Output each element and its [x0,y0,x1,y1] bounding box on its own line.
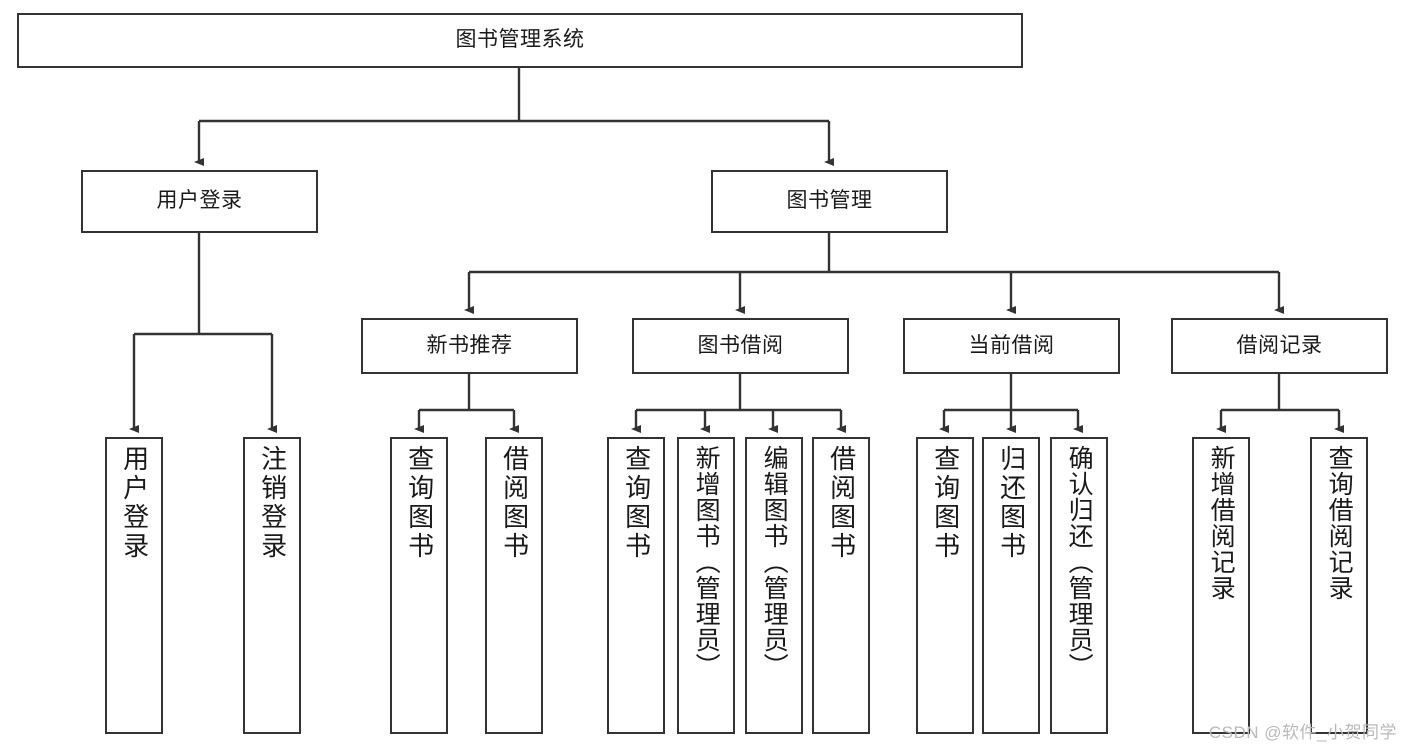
node-leaf-borrow-book-2[interactable]: 借阅图书 [812,437,870,734]
node-current-borrow-label: 当前借阅 [968,333,1055,357]
node-new-book-recommend[interactable]: 新书推荐 [361,318,578,374]
node-leaf-logout-login[interactable]: 注销登录 [243,437,301,734]
node-leaf-add-borrow-record-label: 新增借阅记录 [1207,445,1236,601]
node-book-borrow-label: 图书借阅 [697,333,784,357]
node-root-label: 图书管理系统 [455,28,585,52]
node-book-borrow[interactable]: 图书借阅 [632,318,849,374]
node-book-management[interactable]: 图书管理 [711,170,948,233]
node-leaf-query-book-1-label: 查询图书 [404,445,435,561]
node-leaf-logout-login-label: 注销登录 [257,445,288,561]
node-leaf-query-book-2[interactable]: 查询图书 [607,437,665,734]
csdn-watermark: CSDN @软件_小贺同学 [1208,723,1397,742]
node-leaf-confirm-return-admin-label: 确认归还（管理员） [1065,445,1094,679]
node-leaf-borrow-book-1-label: 借阅图书 [499,445,530,561]
node-leaf-user-login[interactable]: 用户登录 [105,437,163,734]
node-leaf-query-borrow-record-label: 查询借阅记录 [1325,445,1354,601]
node-user-login-label: 用户登录 [156,189,243,213]
node-borrow-record[interactable]: 借阅记录 [1171,318,1388,374]
node-leaf-return-book[interactable]: 归还图书 [982,437,1040,734]
node-leaf-query-book-2-label: 查询图书 [621,445,652,561]
node-leaf-query-book-3[interactable]: 查询图书 [916,437,974,734]
node-borrow-record-label: 借阅记录 [1236,333,1323,357]
node-leaf-edit-book-admin[interactable]: 编辑图书（管理员） [745,437,803,734]
node-book-management-label: 图书管理 [786,189,873,213]
node-leaf-query-book-1[interactable]: 查询图书 [390,437,448,734]
node-leaf-confirm-return-admin[interactable]: 确认归还（管理员） [1050,437,1108,734]
node-leaf-borrow-book-2-label: 借阅图书 [826,445,857,561]
node-leaf-add-book-admin-label: 新增图书（管理员） [692,445,721,679]
node-new-book-recommend-label: 新书推荐 [426,333,513,357]
node-leaf-query-book-3-label: 查询图书 [930,445,961,561]
node-leaf-return-book-label: 归还图书 [996,445,1027,561]
node-leaf-edit-book-admin-label: 编辑图书（管理员） [760,445,789,679]
node-leaf-add-borrow-record[interactable]: 新增借阅记录 [1192,437,1250,734]
node-leaf-add-book-admin[interactable]: 新增图书（管理员） [677,437,735,734]
node-leaf-query-borrow-record[interactable]: 查询借阅记录 [1310,437,1368,734]
node-leaf-borrow-book-1[interactable]: 借阅图书 [485,437,543,734]
node-current-borrow[interactable]: 当前借阅 [903,318,1120,374]
node-user-login[interactable]: 用户登录 [81,170,318,233]
node-leaf-user-login-label: 用户登录 [119,445,150,561]
node-root[interactable]: 图书管理系统 [17,13,1023,68]
